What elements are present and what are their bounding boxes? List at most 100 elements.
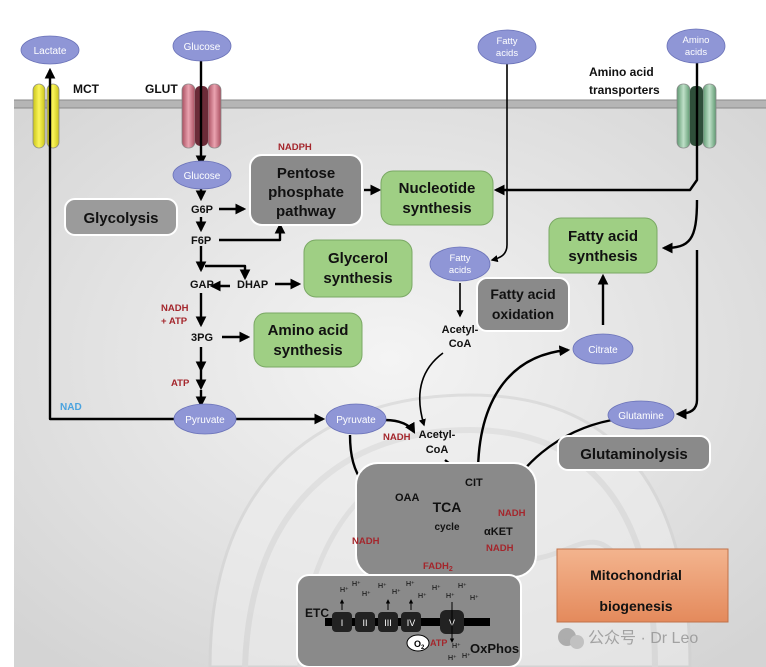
lactate-label: Lactate — [34, 46, 67, 57]
svg-text:H⁺: H⁺ — [458, 583, 467, 590]
o2-label: O2 — [414, 639, 425, 651]
f6p-label: F6P — [191, 235, 211, 247]
acetyl-coa-cyto-label-1: Acetyl- — [442, 324, 479, 336]
box-glutaminolysis: Glutaminolysis — [557, 435, 711, 471]
box-nucleotide-synthesis: Nucleotide synthesis — [380, 170, 494, 226]
nucleotide-label-1: Nucleotide — [399, 180, 476, 197]
oaa-label: OAA — [395, 492, 420, 504]
mito-bio-label-1: Mitochondrial — [590, 567, 682, 583]
aa-transporters-label-2: transporters — [589, 83, 660, 97]
box-glycerol-synthesis: Glycerol synthesis — [303, 239, 413, 298]
complex-3-label: III — [384, 618, 392, 628]
svg-text:H⁺: H⁺ — [418, 593, 427, 600]
aa-synthesis-label-2: synthesis — [273, 342, 342, 359]
node-glucose-inside: Glucose — [172, 160, 232, 190]
box-amino-acid-synthesis: Amino acid synthesis — [253, 312, 363, 368]
svg-text:H⁺: H⁺ — [462, 653, 471, 660]
svg-text:H⁺: H⁺ — [446, 593, 455, 600]
glycolysis-label: Glycolysis — [83, 210, 158, 227]
node-pyruvate-mito: Pyruvate — [325, 403, 387, 435]
nadh-atp-label-1: NADH — [161, 303, 189, 314]
nadh-left-label: NADH — [352, 536, 380, 547]
g6p-label: G6P — [191, 204, 213, 216]
svg-text:H⁺: H⁺ — [448, 655, 457, 662]
3pg-label: 3PG — [191, 332, 213, 344]
node-fatty-acids-outside: Fatty acids — [477, 29, 537, 65]
nad-label: NAD — [60, 402, 82, 413]
glucose-out-label: Glucose — [184, 42, 221, 53]
svg-text:H⁺: H⁺ — [452, 643, 461, 650]
node-fatty-acids-inside: Fatty acids — [429, 246, 491, 282]
proton-marks: H⁺H⁺H⁺ H⁺H⁺H⁺ H⁺H⁺H⁺ H⁺H⁺H⁺ H⁺H⁺ — [340, 581, 479, 662]
etc-label: ETC — [305, 606, 329, 620]
svg-text:H⁺: H⁺ — [392, 589, 401, 596]
svg-text:H⁺: H⁺ — [352, 581, 361, 588]
svg-text:H⁺: H⁺ — [340, 587, 349, 594]
glycerol-label-2: synthesis — [323, 270, 392, 287]
aa-transporters-label-1: Amino acid — [589, 65, 654, 79]
aa-out-label-1: Amino — [683, 35, 710, 46]
nadh-cit-label: NADH — [498, 508, 526, 519]
box-glycolysis: Glycolysis — [64, 198, 178, 236]
nadh-pdh-label: NADH — [383, 432, 411, 443]
pentose-label-3: pathway — [276, 203, 337, 220]
node-amino-acids-outside: Amino acids — [666, 28, 726, 64]
box-fatty-acid-oxidation: Fatty acid oxidation — [476, 277, 570, 332]
akg-label: αKET — [484, 526, 513, 538]
fadh2-label: FADH2 — [423, 561, 453, 573]
node-citrate: Citrate — [572, 333, 634, 365]
glutaminolysis-label: Glutaminolysis — [580, 446, 688, 463]
complex-2-label: II — [362, 618, 367, 628]
mito-bio-label-2: biogenesis — [599, 598, 672, 614]
acetyl-coa-mito-label-1: Acetyl- — [419, 429, 456, 441]
dhap-label: DHAP — [237, 279, 268, 291]
pyruvate-cyto-label: Pyruvate — [185, 415, 225, 426]
cit-label: CIT — [465, 477, 483, 489]
svg-text:H⁺: H⁺ — [470, 595, 479, 602]
glut-label: GLUT — [145, 82, 178, 96]
fa-out-label-1: Fatty — [496, 36, 517, 47]
tca-label-2: cycle — [434, 522, 459, 533]
svg-text:H⁺: H⁺ — [406, 581, 415, 588]
acetyl-coa-cyto-label-2: CoA — [449, 338, 472, 350]
node-lactate: Lactate — [20, 35, 80, 65]
fa-synthesis-label-1: Fatty acid — [568, 228, 638, 245]
atp-label: ATP — [171, 378, 190, 389]
gap-label: GAP — [190, 279, 214, 291]
fa-oxidation-label-2: oxidation — [492, 306, 554, 322]
watermark-text: 公众号 · Dr Leo — [588, 629, 698, 647]
fa-out-label-2: acids — [496, 48, 518, 59]
acetyl-coa-mito-label-2: CoA — [426, 444, 449, 456]
plasma-membrane — [14, 100, 766, 108]
svg-text:H⁺: H⁺ — [432, 585, 441, 592]
mct-label: MCT — [73, 82, 100, 96]
fa-in-label-1: Fatty — [449, 253, 470, 264]
pyruvate-mito-label: Pyruvate — [336, 415, 376, 426]
box-etc: I II III IV V H⁺H⁺H⁺ H⁺H⁺H⁺ H⁺H⁺H⁺ H⁺H⁺H… — [296, 574, 522, 667]
glycerol-label-1: Glycerol — [328, 250, 388, 267]
watermark: 公众号 · Dr Leo — [558, 628, 698, 649]
box-tca — [355, 462, 537, 578]
complex-1-label: I — [341, 618, 344, 628]
fa-in-label-2: acids — [449, 265, 471, 276]
box-fatty-acid-synthesis: Fatty acid synthesis — [548, 217, 658, 274]
glucose-in-label: Glucose — [184, 171, 221, 182]
svg-text:H⁺: H⁺ — [378, 583, 387, 590]
svg-text:H⁺: H⁺ — [362, 591, 371, 598]
proton-pump-arrows — [339, 599, 455, 643]
nadh-akg-label: NADH — [486, 543, 514, 554]
box-pentose-phosphate: Pentose phosphate pathway — [249, 154, 363, 226]
box-mito-biogenesis: Mitochondrial biogenesis — [556, 548, 729, 623]
fa-synthesis-label-2: synthesis — [568, 248, 637, 265]
node-pyruvate-cytosol: Pyruvate — [173, 403, 237, 435]
nadph-label: NADPH — [278, 142, 312, 153]
aa-out-label-2: acids — [685, 47, 707, 58]
fa-oxidation-label-1: Fatty acid — [490, 286, 555, 302]
atp-etc-label: ATP — [430, 638, 447, 648]
nadh-atp-label-2: + ATP — [161, 316, 188, 327]
glutamine-label: Glutamine — [618, 411, 664, 422]
nucleotide-label-2: synthesis — [402, 200, 471, 217]
pentose-label-1: Pentose — [277, 165, 335, 182]
